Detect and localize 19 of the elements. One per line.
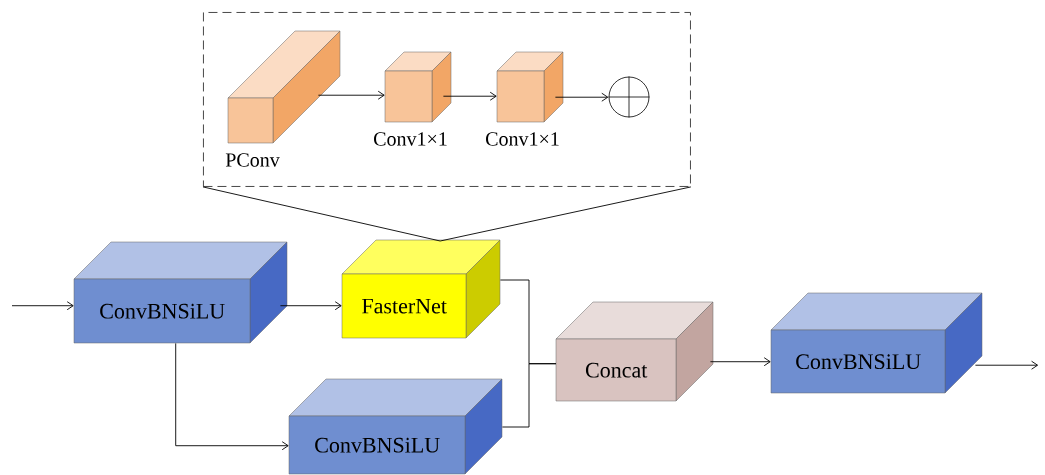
block-label: Conv1×1 (374, 132, 447, 146)
cuboid-block: ConvBNSiLU (770, 292, 983, 394)
cuboid-block: ConvBNSiLU (288, 378, 503, 475)
block-label: Conv1×1 (486, 132, 559, 146)
cuboid-block: ConvBNSiLU (73, 241, 288, 344)
arrow (554, 92, 609, 102)
arrow (175, 342, 289, 451)
arrow (279, 301, 342, 311)
arrow (11, 301, 74, 311)
zoom-lines (202, 186, 692, 242)
connector-line (501, 363, 557, 428)
cuboid-block: Concat (555, 301, 714, 402)
dashed-frame (203, 12, 691, 187)
block-label: PConv (225, 153, 280, 167)
arrow (709, 357, 771, 367)
sum-circle (608, 76, 650, 118)
cuboid-block: FasterNet (341, 239, 501, 339)
arrow (974, 360, 1039, 370)
arrow (442, 91, 497, 101)
